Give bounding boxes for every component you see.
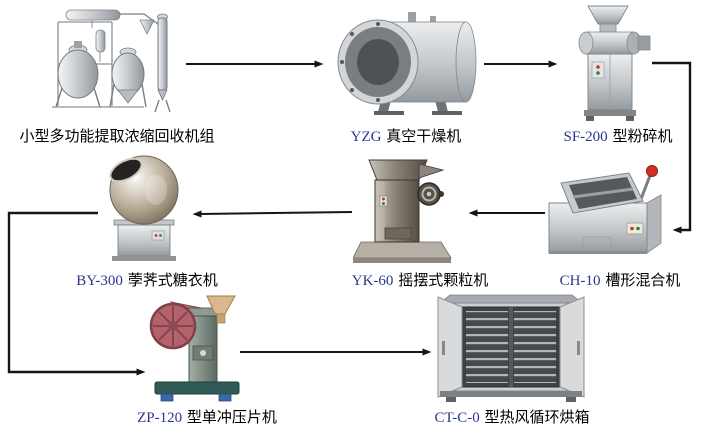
tablet-press-image — [143, 294, 251, 404]
oven-image — [430, 291, 592, 403]
trough-mixer-image — [543, 163, 673, 261]
extraction-unit-image — [40, 4, 180, 119]
crusher-code: SF-200 — [563, 129, 608, 145]
coating-machine-code: BY-300 — [76, 273, 123, 289]
label-extraction-unit: 小型多功能提取浓缩回收机组 — [0, 128, 234, 147]
tablet-press-name: 型单冲压片机 — [186, 410, 277, 426]
crusher-name: 型粉碎机 — [612, 129, 673, 145]
vacuum-dryer-image — [330, 8, 482, 118]
oven-code: CT-C-0 — [434, 410, 480, 426]
granulator-name: 摇摆式颗粒机 — [398, 273, 489, 289]
oven-name: 型热风循环烘箱 — [484, 410, 590, 426]
trough-mixer-code: CH-10 — [559, 273, 601, 289]
tablet-press-code: ZP-120 — [137, 410, 183, 426]
granulator-image — [353, 156, 459, 266]
arrow-granulator-to-coating — [192, 210, 353, 218]
coating-machine-name: 荸荠式糖衣机 — [127, 273, 218, 289]
vacuum-dryer-name: 真空干燥机 — [386, 129, 462, 145]
extraction-unit-name: 小型多功能提取浓缩回收机组 — [19, 129, 215, 145]
vacuum-dryer-code: YZG — [350, 129, 382, 145]
granulator-code: YK-60 — [351, 273, 394, 289]
trough-mixer-name: 槽形混合机 — [605, 273, 681, 289]
crusher-image — [562, 4, 658, 122]
coating-machine-image — [88, 150, 200, 264]
